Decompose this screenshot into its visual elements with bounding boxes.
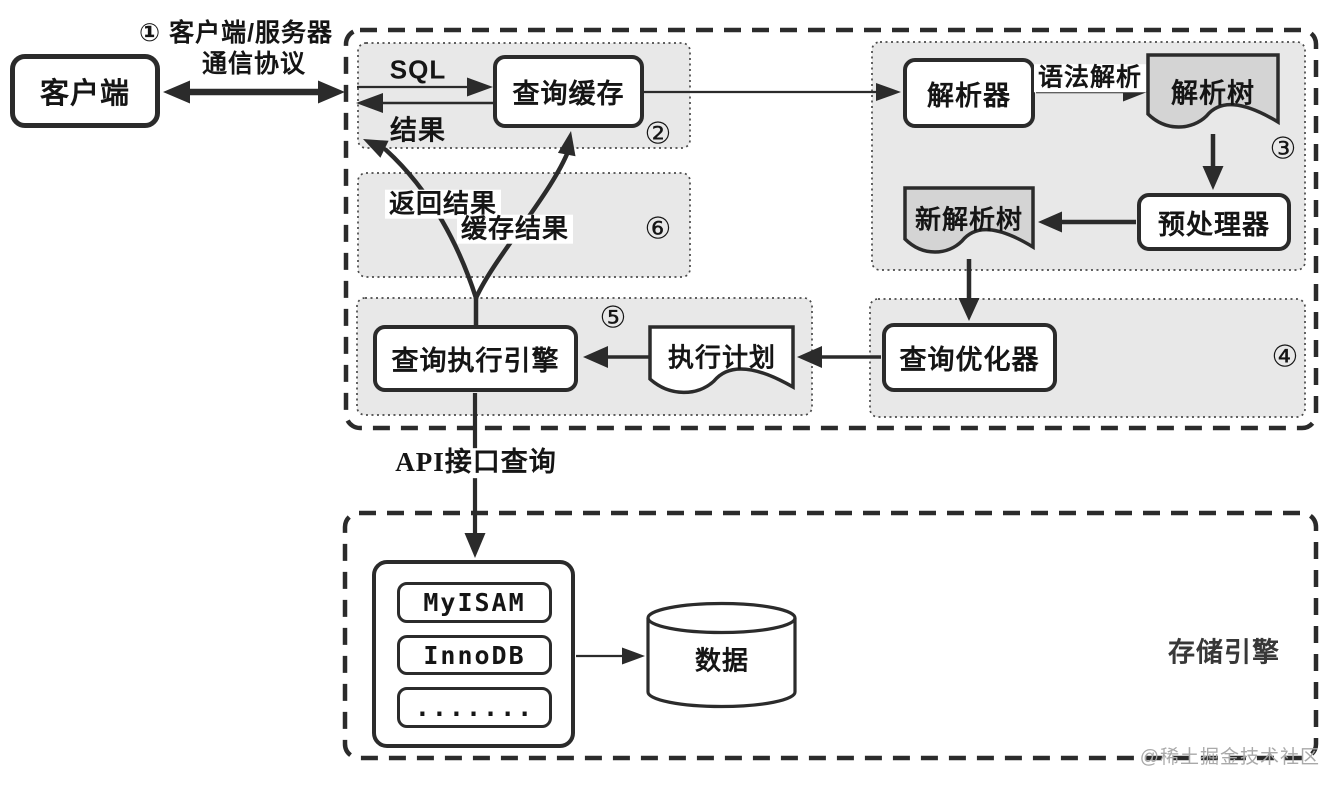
exec-engine-label: 查询执行引擎 (391, 346, 560, 376)
engines-to-data-arrow (576, 647, 645, 665)
engine-myisam-label: MyISAM (423, 588, 526, 617)
exec-plan-label: 执行计划 (667, 342, 777, 373)
cache-to-parser-arrow (644, 83, 901, 101)
badge-step3: ③ (1269, 132, 1297, 166)
query-cache-label: 查询缓存 (512, 79, 625, 109)
parse-tree-label: 解析树 (1171, 78, 1255, 109)
query-cache-box: 查询缓存 (493, 55, 644, 128)
return-result-curve (363, 139, 479, 327)
new-parse-tree-label: 新解析树 (914, 204, 1024, 235)
badge-step5: ⑤ (599, 301, 627, 335)
client-label: 客户端 (39, 78, 130, 110)
server-boundary (343, 27, 1319, 431)
engine-innodb-label: InnoDB (423, 640, 526, 670)
plan-to-engine-arrow (583, 346, 649, 368)
newtree-to-optimizer-arrow (958, 259, 980, 321)
storage-boundary (342, 510, 1319, 761)
new-parse-tree-doc (903, 186, 1035, 254)
database-cylinder (646, 601, 797, 709)
data-label: 数据 (694, 645, 750, 676)
sql-label: SQL (389, 54, 447, 85)
badge-step4: ④ (1271, 340, 1299, 374)
engine-innodb: InnoDB (397, 635, 552, 675)
exec-plan-doc (648, 325, 795, 395)
engine-others-label: ....... (414, 693, 535, 722)
result-label: 结果 (390, 115, 446, 146)
storage-engine-title: 存储引擎 (1168, 637, 1280, 668)
engine-others: ....... (397, 687, 552, 728)
api-query-label: API接口查询 (391, 447, 561, 478)
exec-engine-box: 查询执行引擎 (373, 325, 578, 392)
optimizer-to-plan-arrow (797, 346, 881, 368)
result-arrow (356, 93, 494, 113)
syntax-parse-label: 语法解析 (1033, 64, 1147, 92)
preprocessor-to-newtree-arrow (1038, 211, 1136, 233)
client-box: 客户端 (10, 54, 160, 128)
badge-step2: ② (644, 117, 672, 151)
parser-box: 解析器 (903, 58, 1035, 128)
protocol-label-line1: ① 客户端/服务器 (138, 19, 334, 47)
cache-result-label: 缓存结果 (456, 215, 574, 244)
protocol-label-line2: 通信协议 (201, 50, 307, 78)
sql-arrow (357, 77, 493, 97)
optimizer-label: 查询优化器 (899, 345, 1040, 375)
client-server-arrow (163, 80, 345, 104)
preprocessor-label: 预处理器 (1158, 209, 1270, 240)
tree-to-preprocessor-arrow (1202, 134, 1224, 190)
return-result-label: 返回结果 (384, 190, 502, 219)
preprocessor-box: 预处理器 (1137, 193, 1291, 251)
badge-step6: ⑥ (644, 212, 672, 246)
watermark: @稀土掘金技术社区 (1139, 747, 1320, 768)
parser-label: 解析器 (927, 80, 1011, 111)
parse-tree-doc (1146, 53, 1280, 129)
engine-myisam: MyISAM (397, 582, 552, 623)
optimizer-box: 查询优化器 (882, 323, 1057, 392)
